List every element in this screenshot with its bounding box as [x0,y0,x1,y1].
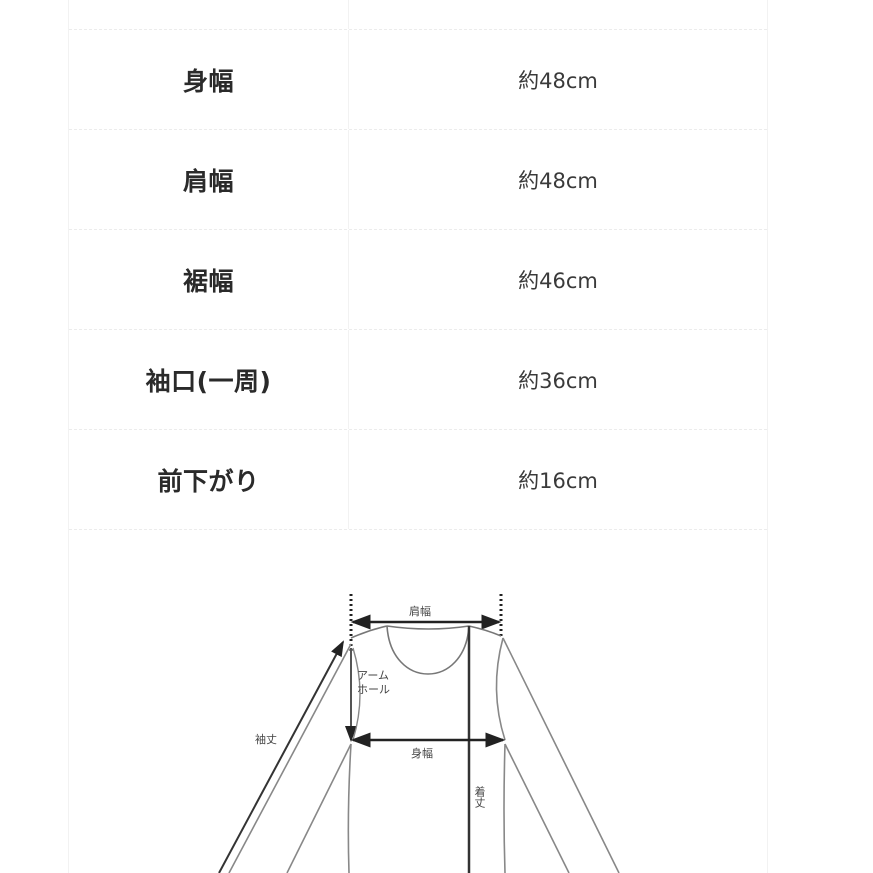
size-label: 前下がり [69,430,349,529]
table-row-partial [69,0,767,30]
body-width-label: 身幅 [411,747,433,760]
armhole-label-2: ホール [357,683,390,696]
size-value: 約36cm [518,368,598,393]
size-value: 約48cm [518,168,598,193]
table-row-body-width: 身幅 約48cm [69,30,767,130]
measurement-diagram: 肩幅 アーム ホール 袖丈 身幅 着丈 [68,530,768,873]
size-value: 約46cm [518,268,598,293]
size-label: 袖口(一周) [69,330,349,429]
size-value [349,0,767,29]
size-label [69,0,349,29]
sleeve-length-label: 袖丈 [255,733,277,746]
garment-sketch-icon [218,594,620,873]
size-label: 身幅 [69,30,349,129]
size-value: 約16cm [518,468,598,493]
table-row-shoulder-width: 肩幅 約48cm [69,130,767,230]
table-row-cuff: 袖口(一周) 約36cm [69,330,767,430]
table-row-front-drop: 前下がり 約16cm [69,430,767,530]
length-label: 着丈 [473,786,486,808]
shoulder-width-label: 肩幅 [409,605,431,618]
armhole-label-1: アーム [357,669,390,682]
size-label: 肩幅 [69,130,349,229]
size-table: 身幅 約48cm 肩幅 約48cm 裾幅 約46cm 袖口(一周) 約36cm … [68,0,768,530]
size-value: 約48cm [518,68,598,93]
table-row-hem-width: 裾幅 約46cm [69,230,767,330]
size-label: 裾幅 [69,230,349,329]
